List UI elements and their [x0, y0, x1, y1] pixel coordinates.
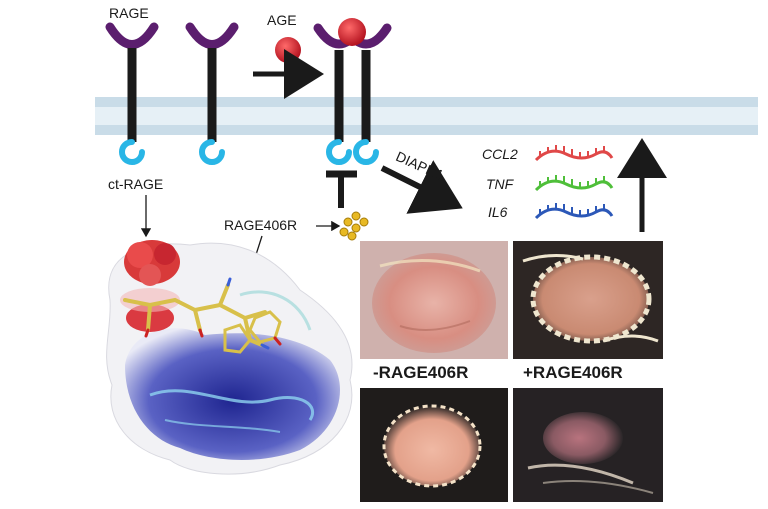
- wound-photo-bottom-left: [360, 388, 508, 502]
- ccl2-label: CCL2: [482, 146, 518, 162]
- bound-age-icon: [338, 18, 366, 46]
- ccl2-mrna-icon: [534, 145, 614, 162]
- inhibition-bar: [326, 170, 357, 208]
- without-rage406r-label: -RAGE406R: [373, 363, 469, 382]
- with-rage406r-label: +RAGE406R: [523, 363, 623, 382]
- rage-receptor-1: [105, 22, 159, 165]
- wound-photo-top-left: [360, 241, 508, 359]
- ct-rage-protein-structure: [106, 240, 353, 475]
- il6-mrna-icon: [534, 203, 614, 220]
- tnf-mrna-icon: [534, 175, 614, 192]
- diaph1-arrow: [380, 160, 463, 214]
- wound-photo-top-right: [513, 241, 663, 359]
- wound-photo-bottom-right: [513, 388, 663, 502]
- il6-label: IL6: [488, 204, 508, 220]
- age-label: AGE: [267, 12, 297, 28]
- rage406r-label: RAGE406R: [224, 217, 298, 233]
- cell-membrane: [95, 97, 758, 135]
- ct-rage-label: ct-RAGE: [108, 176, 164, 192]
- rage-label: RAGE: [109, 5, 149, 21]
- rage406r-molecule-icon: [339, 211, 369, 241]
- rage-receptor-2: [185, 22, 239, 165]
- rage-dimer-bound: [313, 18, 392, 165]
- tnf-label: TNF: [486, 176, 514, 192]
- age-ligand-icon: [275, 37, 301, 63]
